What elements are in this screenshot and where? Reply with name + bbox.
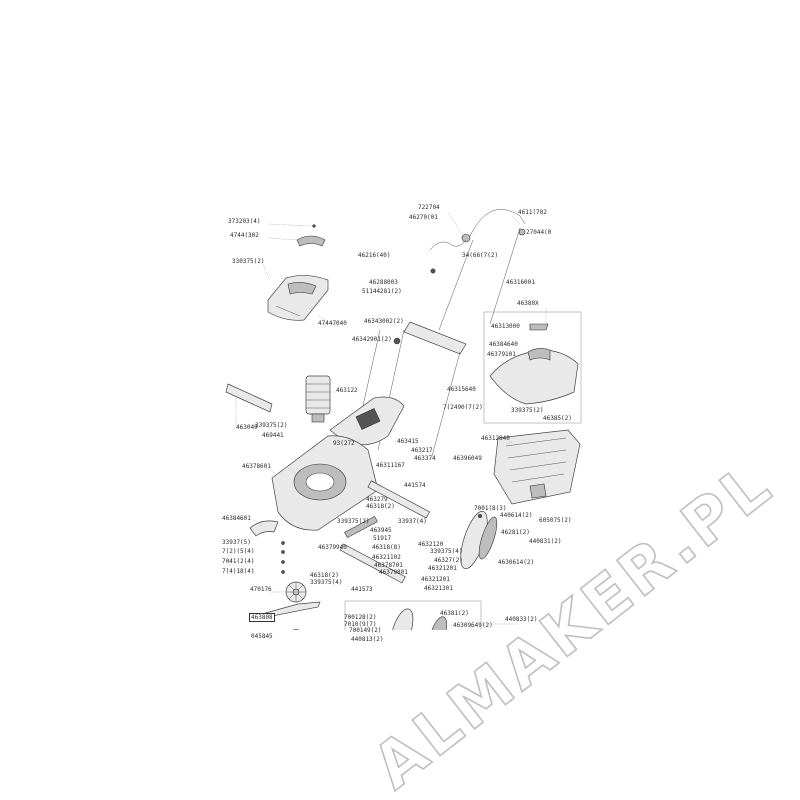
part-number-label: 46378701 (374, 562, 403, 569)
screws-part (281, 541, 285, 574)
part-number-label: 46318(2) (310, 572, 339, 579)
part-number-label: 51144281(2) (362, 288, 402, 295)
part-number-label: 470176 (250, 586, 272, 593)
part-number-label: 46309649(2) (453, 622, 493, 629)
part-number-label: 46216(40) (358, 252, 391, 259)
part-number-label: 440833(2) (505, 616, 538, 623)
part-number-label: 46385(2) (543, 415, 572, 422)
parts-drawing (225, 209, 582, 630)
mower-deck-part (265, 435, 379, 531)
part-number-label: 46384640 (489, 341, 518, 348)
part-number-label: 33937(5) (222, 539, 251, 546)
part-number-label: 463945 (370, 527, 392, 534)
part-number-label: 441574 (404, 482, 426, 489)
part-number-label: 46321201 (421, 576, 450, 583)
part-number-label: 441573 (351, 586, 373, 593)
rear-wheel-part (460, 510, 498, 570)
part-number-label: 463279 (366, 496, 388, 503)
part-number-label: 440831(2) (529, 538, 562, 545)
part-number-label: 463217 (411, 447, 433, 454)
part-number-label: 46311167 (376, 462, 405, 469)
rear-guard-part (249, 520, 279, 537)
deck-cover-part (329, 396, 405, 446)
part-number-label: 46384601 (222, 515, 251, 522)
part-number-label: 605075(2) (539, 517, 572, 524)
part-number-label: 46321102 (372, 554, 401, 561)
part-number-label: 46321301 (424, 585, 453, 592)
cover-part (261, 261, 329, 321)
front-wheel-part (390, 608, 447, 630)
fan-part (285, 581, 307, 603)
part-number-label: 46318(2) (366, 503, 395, 510)
part-number-label: 46378601 (242, 463, 271, 470)
part-number-label: 7041(2(4) (222, 558, 255, 565)
part-number-label: 463049 (236, 424, 258, 431)
part-number-label: 47447040 (318, 320, 347, 327)
part-number-label: 4611(702 (518, 209, 547, 216)
part-number-label: 46313000 (491, 323, 520, 330)
part-number-label: 330375(2) (232, 258, 265, 265)
part-number-label: 34(66(7(2) (462, 252, 499, 259)
part-number-label: 469441 (262, 432, 284, 439)
part-number-label: 46321201 (428, 565, 457, 572)
part-number-label: 93(272 (333, 440, 355, 447)
upper-handle-part (429, 209, 526, 331)
part-number-label: 7(2)(5(4) (222, 548, 255, 555)
exploded-parts-diagram: 373203(4) 4744(302 330375(2) 47447040 722704… (190, 180, 610, 643)
part-number-label: 46288003 (369, 279, 398, 286)
part-number-label: 7(4)18(4) (222, 568, 255, 575)
part-number-label: 339375(2) (337, 518, 370, 525)
part-number-label: 7(2490(7(2) (443, 404, 483, 411)
part-number-label: 440614(2) (500, 512, 533, 519)
grass-box-top-part (489, 323, 579, 405)
part-number-label: 7001(8(3) (474, 505, 507, 512)
part-number-label: 463415 (397, 438, 419, 445)
leader-lines (253, 211, 547, 625)
part-number-label: 46379101 (487, 351, 516, 358)
part-number-label: 7010(9(7) (344, 621, 377, 628)
part-number-label: 27044(0 (526, 229, 552, 236)
part-number-label: 463808 (249, 613, 275, 622)
grass-basket-part (493, 429, 581, 505)
part-number-label: 46270(01 (409, 214, 438, 221)
part-number-label: 463374 (414, 455, 436, 462)
part-number-label: 46381(2) (440, 610, 469, 617)
part-number-label: 440813(2) (351, 636, 384, 643)
part-number-label: 700128(2) (344, 614, 377, 621)
part-number-label: 463122 (336, 387, 358, 394)
part-number-label: 46318(8) (372, 544, 401, 551)
part-number-label: 33937(4) (398, 518, 427, 525)
bracket-part (225, 383, 273, 426)
part-number-label: 700149(2) (349, 627, 382, 634)
part-number-label: 46312840 (481, 435, 510, 442)
part-number-label: 46379940 (318, 544, 347, 551)
part-number-label: 339375(2) (511, 407, 544, 414)
part-number-label: 722704 (418, 204, 440, 211)
part-number-label: 373203(4) (228, 218, 261, 225)
part-number-label: 46343002(2) (364, 318, 404, 325)
part-number-label: 339375(4) (430, 548, 463, 555)
part-number-label: 46316001 (506, 279, 535, 286)
part-number-label: 46315640 (447, 386, 476, 393)
axle-part (339, 480, 431, 584)
part-number-label: 46380X (517, 300, 539, 307)
part-number-label: 46379801 (379, 569, 408, 576)
part-number-label: 339375(4) (310, 579, 343, 586)
motor-part (305, 375, 336, 423)
part-number-label: 4744(302 (230, 232, 259, 239)
part-number-label: 46327(2) (434, 557, 463, 564)
part-number-label: 46342901(2) (352, 336, 392, 343)
part-number-label: 46281(2) (501, 529, 530, 536)
part-number-label: 51917 (373, 535, 392, 542)
part-number-label: 045845 (251, 633, 273, 640)
part-number-label: 4630614(2) (498, 559, 535, 566)
part-number-label: 339375(2) (255, 422, 288, 429)
part-number-label: 4632120 (418, 541, 444, 548)
part-number-label: 46396049 (453, 455, 482, 462)
handle-grip-part (267, 224, 326, 247)
